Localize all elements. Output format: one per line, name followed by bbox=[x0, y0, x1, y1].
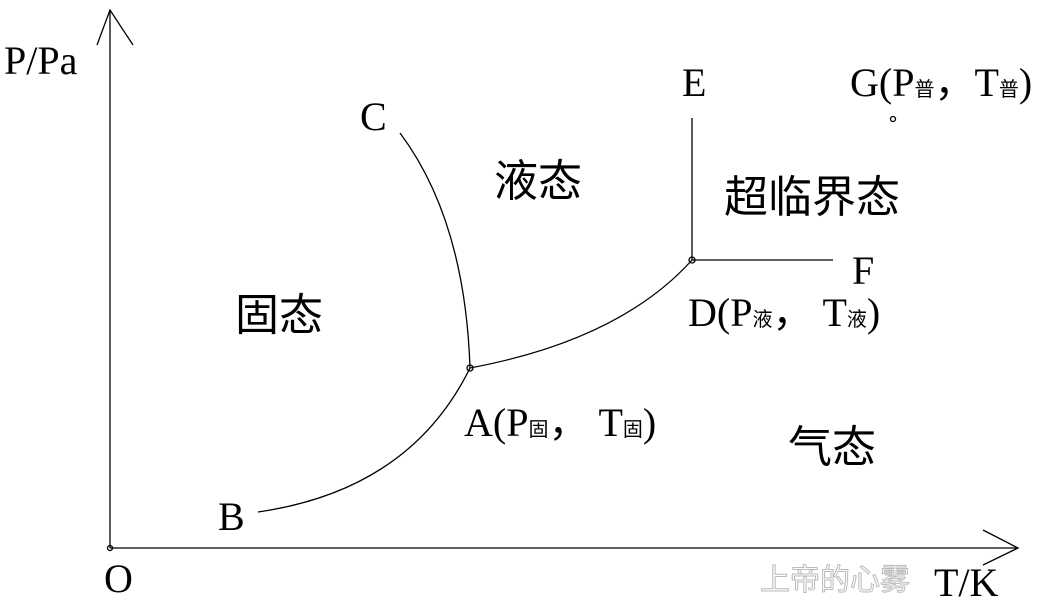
region-supercritical: 超临界态 bbox=[724, 173, 900, 222]
point-G bbox=[889, 115, 897, 123]
critical-point-D bbox=[688, 256, 696, 264]
x-axis-label: T/K bbox=[934, 560, 999, 605]
label-B: B bbox=[218, 494, 245, 539]
region-liquid: 液态 bbox=[494, 157, 582, 206]
label-F: F bbox=[852, 248, 874, 293]
region-gas: 气态 bbox=[788, 423, 876, 472]
label-C: C bbox=[360, 94, 387, 139]
y-axis-label: P/Pa bbox=[4, 38, 78, 83]
origin-point bbox=[106, 544, 114, 552]
triple-point-A bbox=[466, 364, 474, 372]
watermark: 上帝的心雾 bbox=[760, 563, 910, 598]
vaporization-curve-AD bbox=[469, 259, 693, 369]
label-E: E bbox=[682, 60, 706, 105]
x-axis-arrow bbox=[982, 529, 1020, 566]
melting-curve-CA bbox=[399, 132, 471, 369]
origin-label: O bbox=[104, 556, 133, 601]
label-D: D(P液， T液) bbox=[688, 290, 880, 335]
region-solid: 固态 bbox=[235, 291, 323, 340]
sublimation-curve-BA bbox=[257, 367, 471, 513]
y-axis-arrow bbox=[96, 8, 134, 46]
label-G: G(P普，T普) bbox=[850, 60, 1032, 105]
label-A: A(P固， T固) bbox=[464, 400, 656, 445]
